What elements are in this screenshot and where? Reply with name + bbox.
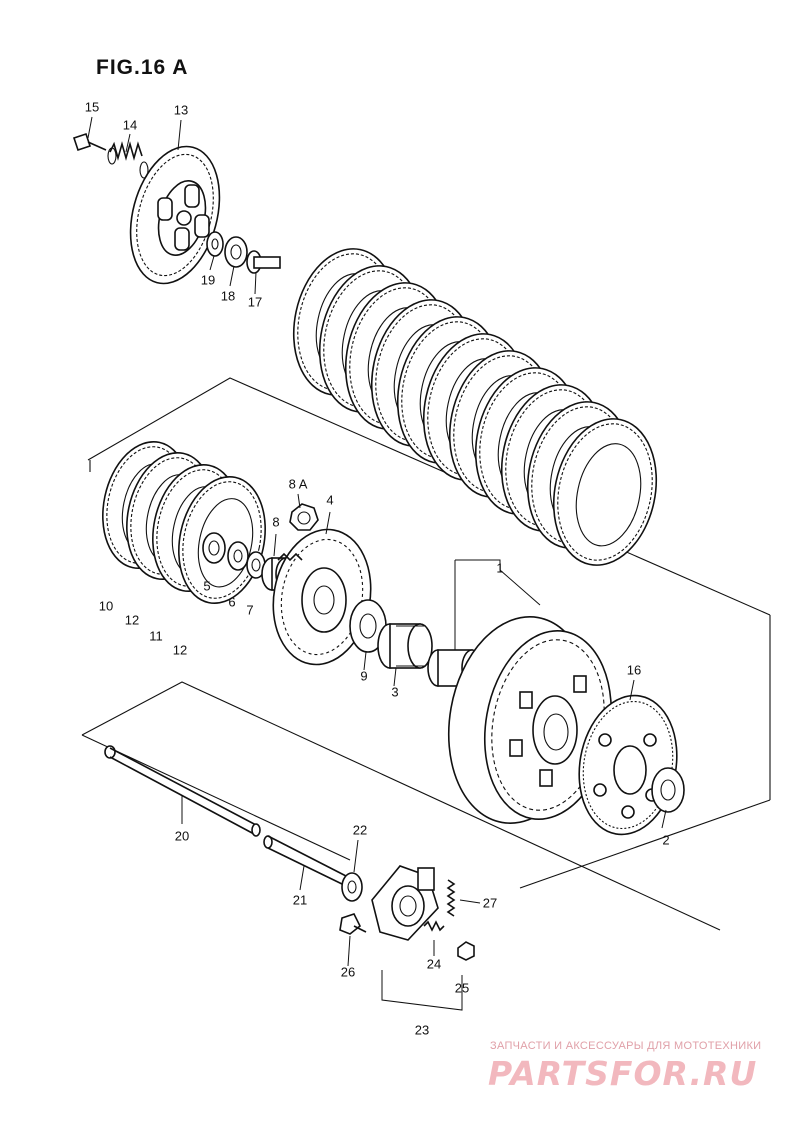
bolt-26 [339,913,367,935]
bolt-15 [72,132,107,152]
callout-20: 20 [174,828,190,844]
callout-25: 25 [454,980,470,996]
callout-16: 16 [626,662,642,678]
pushrod-21 [263,835,347,885]
callout-3: 3 [391,684,399,700]
screw-24 [423,920,445,932]
callout-4: 4 [326,492,334,508]
pushrod-20 [104,745,261,837]
callout-19: 19 [200,272,216,288]
callout-5: 5 [203,578,211,594]
callout-23: 23 [414,1022,430,1038]
callout-12b: 12 [172,642,188,658]
washer-2 [651,767,685,813]
seal-22 [341,872,363,902]
release-section-frame [81,681,721,931]
pushrod-17 [246,250,281,274]
needle-bearing-3 [377,623,433,669]
spring-27 [446,879,456,917]
watermark-tagline: ЗАПЧАСТИ И АКСЕССУАРЫ ДЛЯ МОТОТЕХНИКИ [490,1040,762,1052]
callout-18: 18 [220,288,236,304]
callout-27: 27 [482,895,498,911]
callout-8a: 8 A [288,476,308,492]
washer-6 [227,541,249,571]
callout-10: 10 [98,598,114,614]
callout-14: 14 [122,117,138,133]
spring-14 [107,141,149,179]
left-plate-group [102,440,266,605]
callout-13: 13 [173,102,189,118]
watermark-logo: PARTSFOR.RU [488,1054,758,1093]
callout-24: 24 [426,956,442,972]
bearing-18 [224,236,248,268]
callout-7: 7 [246,602,254,618]
callout-21: 21 [292,892,308,908]
callout-12a: 12 [124,612,140,628]
callout-1: 1 [496,560,504,576]
callout-15: 15 [84,99,100,115]
figure-title: FIG.16 A [96,56,189,79]
lock-washer-8a [289,503,319,531]
callout-17: 17 [247,294,263,310]
callout-11: 11 [149,628,163,644]
nut-25 [457,941,475,961]
pressure-plate [129,145,221,285]
callout-2: 2 [662,832,670,848]
callout-6: 6 [228,594,236,610]
callout-26: 26 [340,964,356,980]
washer-19 [206,231,224,257]
clutch-plate-stack [292,248,658,566]
callout-22: 22 [352,822,368,838]
leader-lines [87,116,667,1011]
nut-5 [202,532,226,564]
release-cam-23 [371,865,439,941]
callout-9: 9 [360,668,368,684]
callout-8: 8 [272,514,280,530]
clutch-plate [552,418,658,566]
